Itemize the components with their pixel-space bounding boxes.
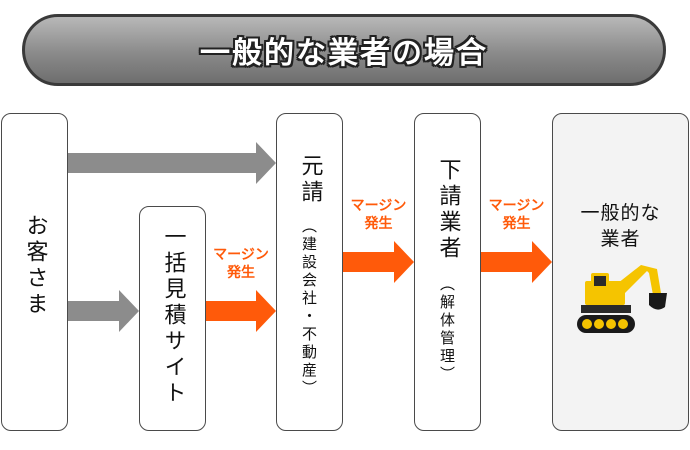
excavator-icon xyxy=(577,265,667,333)
prime-contractor-box: 元請 （建設会社・不動産） xyxy=(276,113,343,431)
margin-label-text: マージン xyxy=(213,247,269,263)
prime-contractor-note: （建設会社・不動産） xyxy=(300,218,318,398)
estimate-site-label: 一括見積サイト xyxy=(160,225,186,407)
title-banner: 一般的な業者の場合 xyxy=(22,14,666,86)
subcontractor-note: （解体管理） xyxy=(438,276,456,384)
margin-label-text: 発生 xyxy=(227,265,255,281)
margin-label-text: 発生 xyxy=(502,216,531,232)
margin-label-sub-to-general: マージン 発生 xyxy=(481,197,552,233)
customer-box: お客さま xyxy=(1,113,68,431)
gray-arrow-customer-to-prime xyxy=(68,142,276,184)
prime-contractor-label: 元請 xyxy=(297,154,323,206)
general-contractor-box: 一般的な 業者 xyxy=(552,113,689,431)
margin-label-text: 発生 xyxy=(364,216,393,232)
margin-label-estimate-to-prime: マージン 発生 xyxy=(206,246,276,282)
estimate-site-box: 一括見積サイト xyxy=(139,206,206,431)
subcontractor-label: 下請業者 xyxy=(435,158,461,262)
margin-label-text: マージン xyxy=(350,198,407,214)
margin-label-prime-to-sub: マージン 発生 xyxy=(343,197,414,233)
title-text: 一般的な業者の場合 xyxy=(200,36,488,71)
orange-arrow-prime-to-sub xyxy=(343,241,414,283)
general-contractor-label-line1: 一般的な xyxy=(580,202,661,224)
orange-arrow-sub-to-general xyxy=(481,241,552,283)
orange-arrow-estimate-to-prime xyxy=(206,290,276,332)
margin-label-text: マージン xyxy=(488,198,545,214)
gray-arrow-customer-to-estimate xyxy=(68,290,139,332)
customer-label: お客さま xyxy=(22,214,48,318)
subcontractor-box: 下請業者 （解体管理） xyxy=(414,113,481,431)
general-contractor-label-line2: 業者 xyxy=(600,228,641,250)
